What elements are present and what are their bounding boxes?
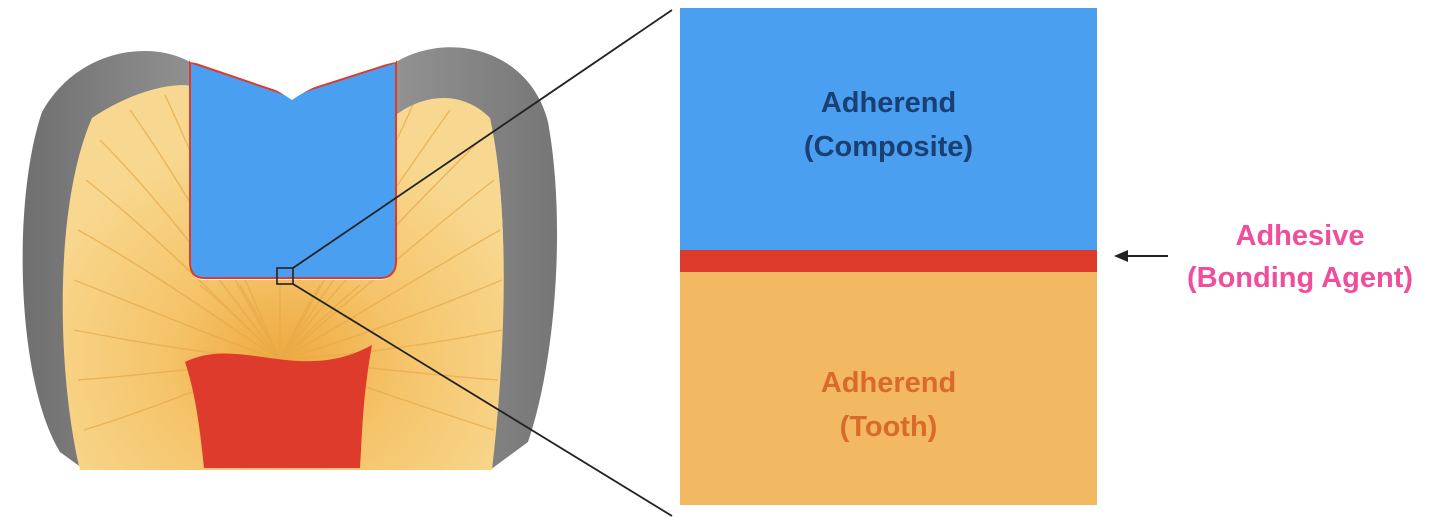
magnified-adhesive-layer [680, 250, 1097, 272]
composite-label-line2: (Composite) [803, 131, 974, 163]
magnified-composite-layer [680, 8, 1097, 250]
leader-line-top [292, 9, 673, 269]
zoom-box [276, 267, 294, 285]
magnified-tooth-layer [680, 272, 1097, 505]
pulp-chamber [185, 345, 372, 468]
composite-label: Adherend (Composite) [680, 81, 1097, 169]
tooth-enamel [22, 47, 558, 470]
adhesive-label-line2: (Bonding Agent) [1186, 262, 1414, 294]
tooth-label: Adherend (Tooth) [680, 361, 1097, 449]
adhesive-label: Adhesive (Bonding Agent) [1160, 215, 1440, 299]
composite-top-notch [190, 60, 396, 100]
tooth-label-line1: Adherend [820, 367, 957, 399]
composite-restoration [189, 60, 397, 279]
adhesive-label-line1: Adhesive [1235, 220, 1365, 252]
tooth-label-line2: (Tooth) [839, 411, 938, 443]
dentinal-tubules [73, 94, 503, 431]
adhesive-arrow-head [1114, 250, 1128, 262]
composite-label-line1: Adherend [820, 87, 957, 119]
leader-line-bottom [292, 283, 673, 517]
